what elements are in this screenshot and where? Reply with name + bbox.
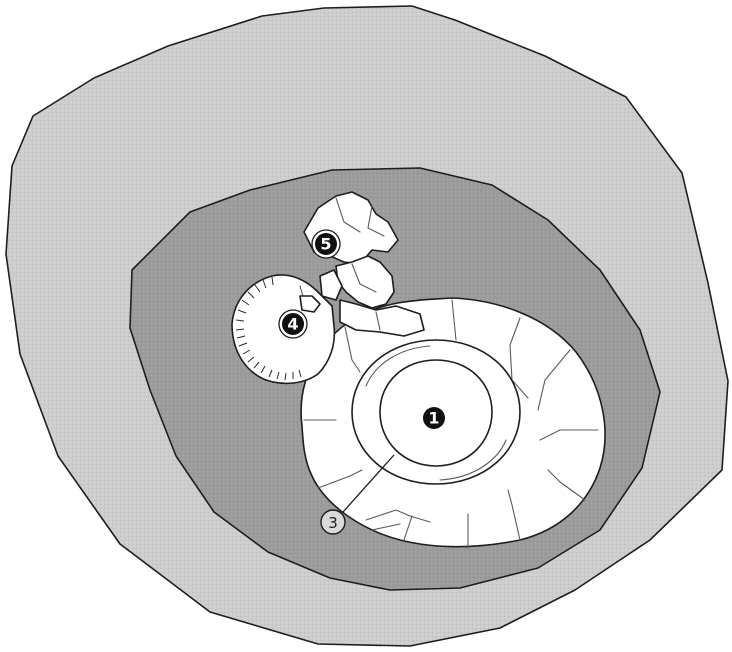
label-4-text: 4 — [287, 315, 298, 334]
label-1-text: 1 — [428, 409, 439, 428]
label-5-text: 5 — [320, 235, 331, 254]
label-3-text: 3 — [328, 514, 338, 532]
label-4-marker: 4 — [279, 310, 307, 338]
label-5-marker: 5 — [312, 230, 340, 258]
label-1-marker: 1 — [423, 407, 445, 429]
label-3-marker: 3 — [321, 510, 345, 534]
main-shell — [301, 298, 605, 548]
